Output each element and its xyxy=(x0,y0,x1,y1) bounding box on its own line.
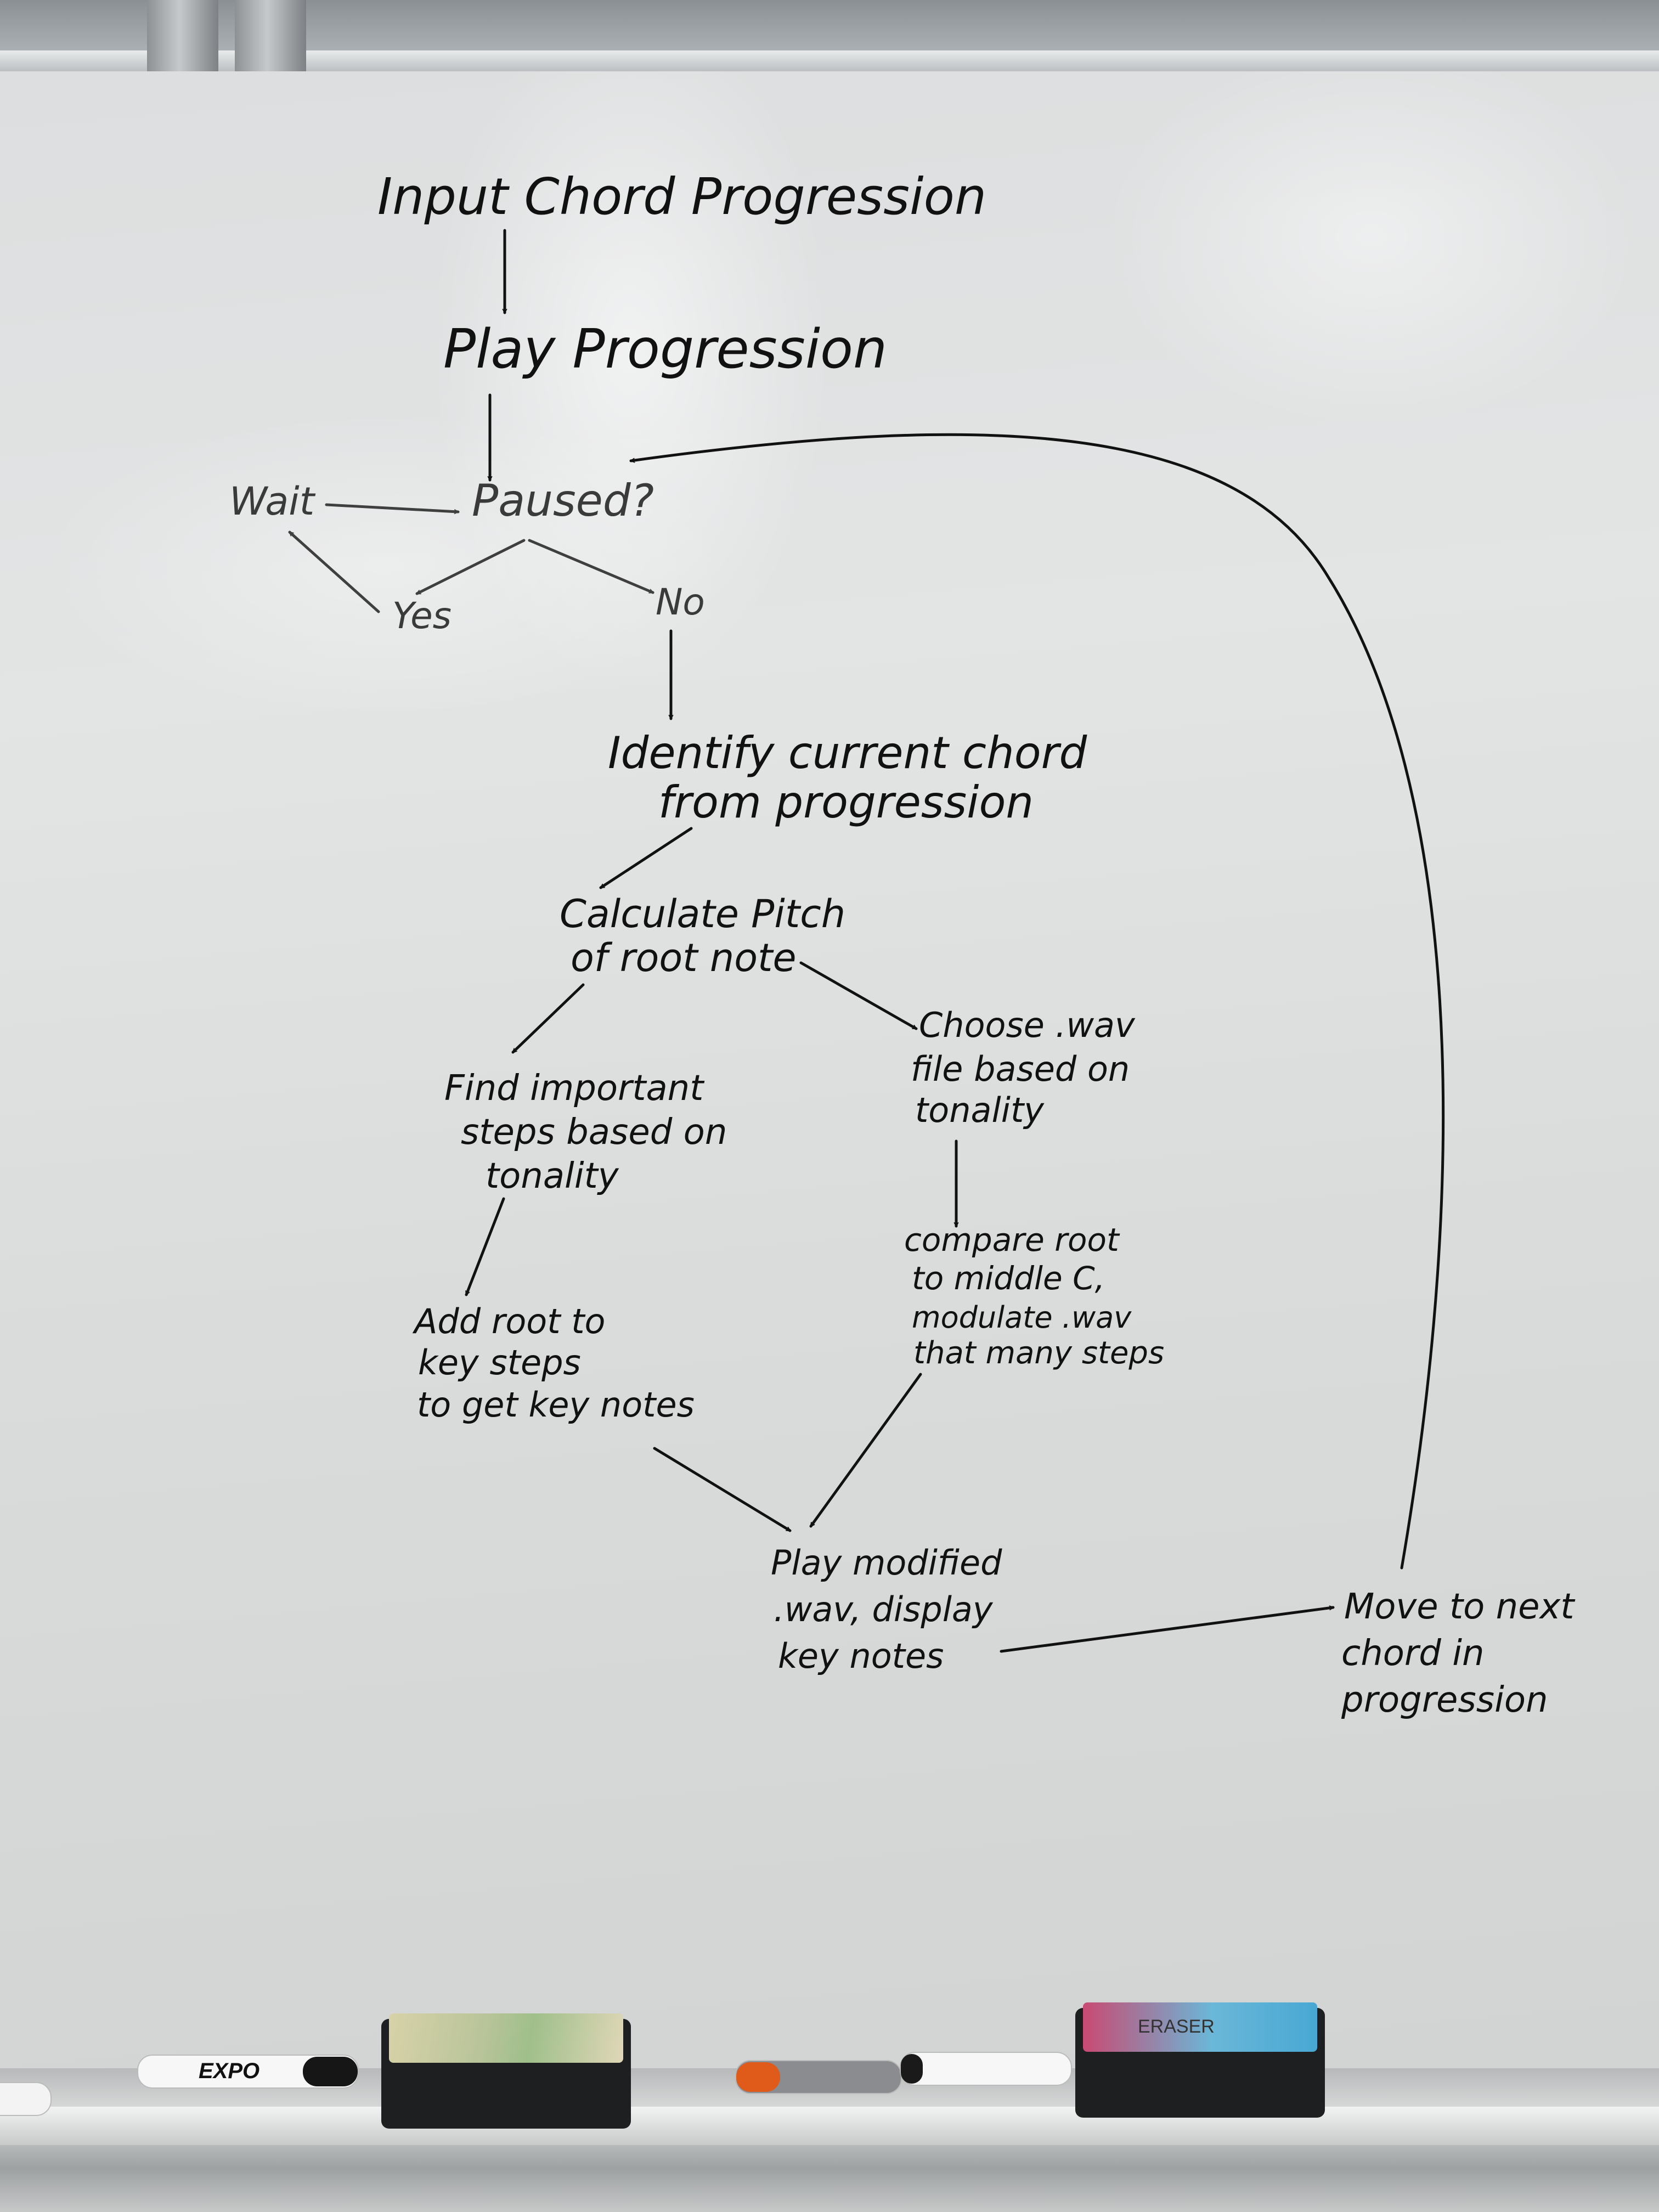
eraser-brand-text: ERASER xyxy=(1138,2016,1215,2037)
marker-brand-text: EXPO xyxy=(199,2059,260,2083)
marker-orange-grey[interactable] xyxy=(735,2060,902,2094)
node-choose-wav-line1: Choose .wav xyxy=(919,1005,1136,1045)
node-play-progression: Play Progression xyxy=(443,318,887,381)
node-input-chord-progression: Input Chord Progression xyxy=(377,167,986,226)
node-play-modified-line2: .wav, display xyxy=(774,1589,994,1629)
marker-cap-black xyxy=(303,2057,358,2086)
arrow-loop-back-to-paused xyxy=(629,433,1445,1570)
board-clip xyxy=(147,0,218,81)
node-compare-root-line4: that many steps xyxy=(913,1335,1164,1371)
arrow-calculate-to-find xyxy=(511,983,585,1054)
label-no: No xyxy=(656,581,705,623)
node-choose-wav-line3: tonality xyxy=(915,1090,1045,1130)
arrow-add-to-play-modified xyxy=(653,1447,792,1532)
node-compare-root-line2: to middle C, xyxy=(912,1260,1105,1297)
marker-cap-orange xyxy=(736,2062,780,2092)
node-move-to-next-line2: chord in xyxy=(1341,1633,1485,1674)
node-find-important-steps-line3: tonality xyxy=(486,1156,619,1197)
arrow-compare-to-play-modified xyxy=(809,1373,922,1528)
arrow-find-to-add xyxy=(465,1197,505,1296)
node-play-modified-line1: Play modified xyxy=(771,1543,1002,1583)
node-calculate-pitch-line2: of root note xyxy=(571,935,797,980)
arrow-wait-to-paused xyxy=(325,503,460,515)
flowchart: Input Chord Progression Play Progression… xyxy=(229,167,1576,1720)
marker-tray-lip xyxy=(0,2107,1659,2145)
node-compare-root-line3: modulate .wav xyxy=(912,1300,1132,1335)
board-clip xyxy=(235,0,306,81)
whiteboard: Input Chord Progression Play Progression… xyxy=(0,71,1659,2068)
node-add-root-line2: key steps xyxy=(418,1342,581,1383)
node-calculate-pitch-line1: Calculate Pitch xyxy=(560,891,845,936)
arrow-identify-to-calculate xyxy=(599,827,693,889)
node-choose-wav-line2: file based on xyxy=(911,1049,1130,1089)
marker-cap-black-2 xyxy=(901,2054,923,2084)
eraser-left-label xyxy=(389,2013,623,2063)
node-add-root-line1: Add root to xyxy=(412,1301,605,1341)
label-yes: Yes xyxy=(392,595,452,637)
node-compare-root-line1: compare root xyxy=(904,1221,1120,1259)
marker-white-2[interactable] xyxy=(900,2052,1072,2086)
marker-expo-black[interactable]: EXPO xyxy=(137,2055,359,2089)
node-find-important-steps-line2: steps based on xyxy=(461,1112,727,1153)
node-identify-current-chord-line1: Identify current chord xyxy=(608,727,1088,778)
eraser-right[interactable]: ERASER xyxy=(1075,2002,1325,2118)
node-paused-decision: Paused? xyxy=(472,475,654,526)
arrow-play-modified-to-move xyxy=(1000,1605,1335,1653)
node-find-important-steps-line1: Find important xyxy=(444,1068,705,1109)
eraser-left[interactable] xyxy=(381,2013,631,2129)
arrow-yes-to-wait xyxy=(288,531,380,613)
node-add-root-line3: to get key notes xyxy=(417,1385,695,1425)
node-wait: Wait xyxy=(229,479,316,524)
node-move-to-next-line3: progression xyxy=(1341,1680,1548,1720)
node-play-modified-line3: key notes xyxy=(778,1636,944,1676)
node-move-to-next-line1: Move to next xyxy=(1344,1587,1576,1627)
marker-white[interactable] xyxy=(0,2082,52,2116)
arrow-calculate-to-choose xyxy=(799,961,918,1030)
arrow-paused-to-no xyxy=(528,539,654,594)
arrow-paused-to-yes xyxy=(415,539,526,595)
eraser-right-label: ERASER xyxy=(1083,2002,1317,2052)
node-identify-current-chord-line2: from progression xyxy=(658,777,1034,828)
